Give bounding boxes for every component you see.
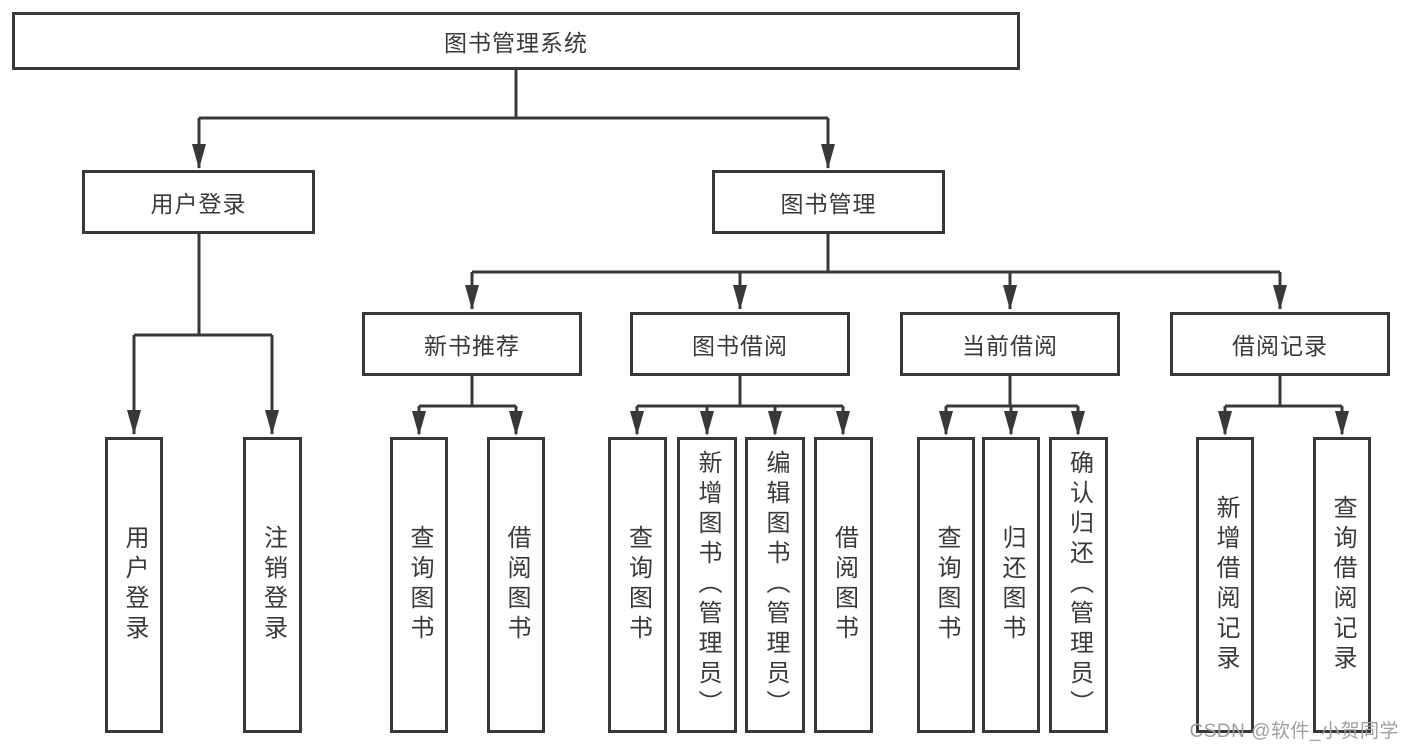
leaf-user-login: 用户登录 xyxy=(105,437,163,733)
leaf-logout: 注销登录 xyxy=(243,437,302,733)
node-book-management: 图书管理 xyxy=(712,170,945,234)
arrowheads-userlogin-leaves xyxy=(127,410,279,435)
leaf-edit-books-admin: 编辑图书（管理员） xyxy=(745,437,805,733)
csdn-watermark: CSDN @软件_小贺同学 xyxy=(1189,721,1399,742)
node-borrowing-records: 借阅记录 xyxy=(1170,312,1390,376)
connector-newbook-to-leaves xyxy=(417,376,518,434)
arrowheads-leaves xyxy=(412,411,1349,436)
arrowheads-level2 xyxy=(192,144,835,169)
leaf-query-books-borrow: 查询图书 xyxy=(608,437,667,733)
leaf-return-books: 归还图书 xyxy=(982,437,1040,733)
leaf-confirm-return-admin: 确认归还（管理员） xyxy=(1049,437,1108,733)
connector-records-to-leaves xyxy=(1223,376,1344,434)
connector-bookmgmt-to-level3 xyxy=(470,234,1282,309)
leaf-borrow-books: 借阅图书 xyxy=(814,437,873,733)
leaf-query-books-current: 查询图书 xyxy=(917,437,975,733)
leaf-add-borrow-record: 新增借阅记录 xyxy=(1196,437,1254,733)
arrowheads-level3 xyxy=(465,285,1287,310)
leaf-query-books-recommend: 查询图书 xyxy=(390,437,448,733)
node-library-management-system: 图书管理系统 xyxy=(12,12,1020,70)
connector-userlogin-to-leaves xyxy=(132,234,274,434)
connector-bookborrow-to-leaves xyxy=(635,376,845,434)
node-user-login: 用户登录 xyxy=(82,170,315,234)
leaf-borrow-books-recommend: 借阅图书 xyxy=(487,437,545,733)
node-book-borrowing: 图书借阅 xyxy=(630,312,850,376)
leaf-query-borrow-record: 查询借阅记录 xyxy=(1313,437,1371,733)
leaf-add-books-admin: 新增图书（管理员） xyxy=(677,437,737,733)
connector-root-to-level2 xyxy=(197,70,830,168)
node-new-book-recommendation: 新书推荐 xyxy=(362,312,582,376)
node-current-borrowing: 当前借阅 xyxy=(900,312,1120,376)
